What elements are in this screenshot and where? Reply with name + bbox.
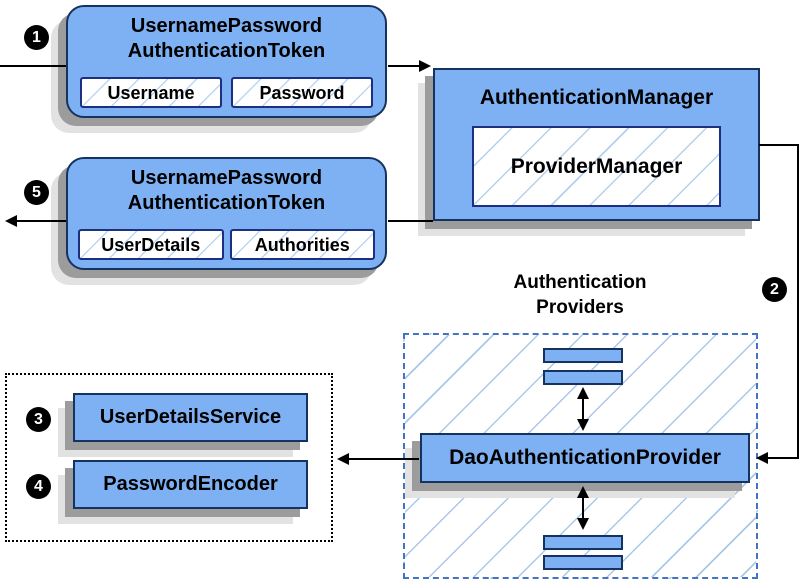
step-3-badge: 3 (26, 407, 51, 432)
dao-authentication-provider-node: DaoAuthenticationProvider (420, 433, 750, 483)
response-token-title-line2: AuthenticationToken (127, 192, 326, 214)
response-token-fields: UserDetails Authorities (78, 229, 375, 260)
arrowhead-left-icon (337, 453, 349, 465)
authentication-manager-node: AuthenticationManager ProviderManager (433, 68, 760, 221)
password-field-box: Password (231, 77, 373, 108)
step-2-badge: 2 (762, 277, 787, 302)
request-token-title-line1: UsernamePassword (130, 15, 323, 37)
arrowhead-right-icon (419, 60, 431, 72)
request-token-title: UsernamePassword AuthenticationToken (68, 14, 385, 64)
provider-placeholder-bar (543, 555, 623, 570)
provider-placeholder-bar (543, 370, 623, 385)
step-5-badge: 5 (24, 180, 49, 205)
request-token-node: UsernamePassword AuthenticationToken Use… (66, 5, 387, 118)
userdetails-field-box: UserDetails (78, 229, 224, 260)
provider-manager-box: ProviderManager (472, 126, 721, 207)
response-token-node: UsernamePassword AuthenticationToken Use… (66, 157, 387, 270)
connector-manager-to-provider (759, 144, 799, 459)
authentication-manager-title: AuthenticationManager (479, 86, 714, 109)
provider-placeholder-bar (543, 348, 623, 363)
username-field-box: Username (80, 77, 222, 108)
authentication-providers-label-line1: Authentication (513, 272, 647, 293)
beans-container (5, 373, 333, 542)
arrowhead-left-icon (5, 215, 17, 227)
authorities-field-box: Authorities (229, 229, 375, 260)
step-4-badge: 4 (26, 474, 51, 499)
response-token-title: UsernamePassword AuthenticationToken (68, 166, 385, 216)
provider-placeholder-bar (543, 535, 623, 550)
authentication-providers-label-line2: Providers (536, 297, 624, 318)
authentication-providers-label: Authentication Providers (455, 270, 705, 320)
user-details-service-node: UserDetailsService (73, 393, 308, 442)
step-1-badge: 1 (24, 25, 49, 50)
request-token-fields: Username Password (80, 77, 373, 108)
request-token-title-line2: AuthenticationToken (127, 40, 326, 62)
password-encoder-node: PasswordEncoder (73, 460, 308, 509)
response-token-title-line1: UsernamePassword (130, 167, 323, 189)
